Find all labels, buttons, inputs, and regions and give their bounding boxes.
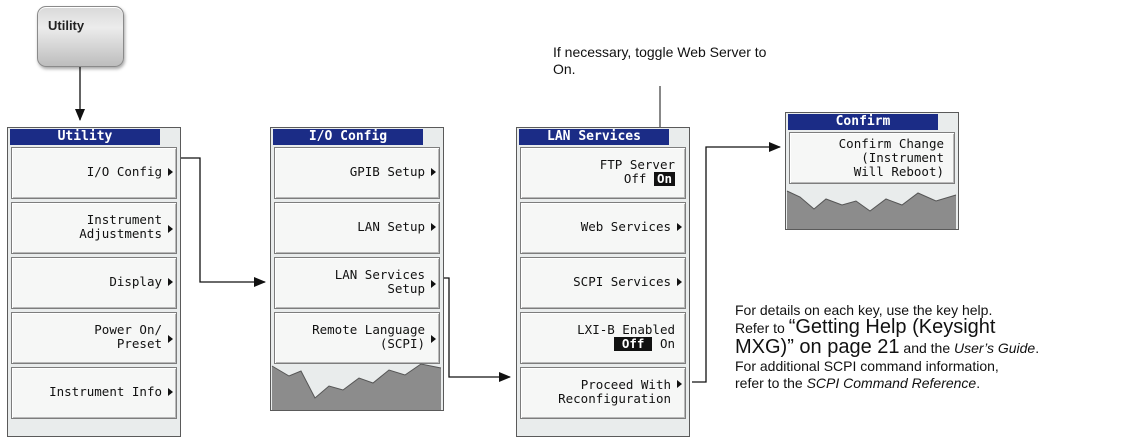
toggle-web-server-note: If necessary, toggle Web Server to On. — [553, 44, 833, 78]
softkey-scpi-services-label: SCPI Services — [573, 274, 671, 289]
confirm-menu-title: Confirm — [788, 114, 938, 130]
lxi-b-label: LXI-B Enabled — [577, 322, 675, 337]
softkey-lan-setup[interactable]: LAN Setup — [274, 202, 440, 254]
softkey-io-config-label: I/O Config — [86, 164, 162, 179]
scpi-command-reference-ref: SCPI Command Reference — [806, 375, 977, 391]
submenu-arrow-icon — [168, 388, 173, 396]
submenu-arrow-icon — [431, 168, 436, 176]
arrow-proceed-to-confirm — [692, 142, 781, 383]
softkey-web-services-label: Web Services — [580, 219, 671, 234]
submenu-arrow-icon — [168, 225, 173, 233]
softkey-display[interactable]: Display — [11, 257, 177, 309]
softkey-gpib-setup-label: GPIB Setup — [349, 164, 425, 179]
toggle-note-line-2: On. — [553, 61, 576, 77]
io-config-menu-title: I/O Config — [273, 129, 423, 145]
softkey-proceed-with-reconfiguration[interactable]: Proceed With Reconfiguration — [520, 367, 686, 419]
utility-hardkey[interactable]: Utility — [37, 6, 124, 67]
submenu-arrow-icon — [431, 223, 436, 231]
help-line-3-mid: and the — [899, 340, 955, 356]
softkey-power-on-preset-label: Power On/ Preset — [94, 322, 162, 351]
io-config-menu: I/O Config GPIB Setup LAN Setup LAN Serv… — [270, 127, 444, 411]
help-line-2: Refer to “Getting Help (Keysight — [735, 316, 1120, 338]
lxi-on-option: On — [659, 336, 675, 351]
help-link-part-1[interactable]: “Getting Help (Keysight — [788, 316, 996, 338]
softkey-ftp-server-label: FTP Server Off On — [600, 158, 675, 186]
softkey-instrument-adjustments-label: Instrument Adjustments — [79, 212, 162, 241]
softkey-remote-language[interactable]: Remote Language (SCPI) — [274, 312, 440, 364]
help-line-5-prefix: refer to the — [735, 375, 807, 391]
confirm-menu: Confirm Confirm Change (Instrument Will … — [785, 112, 959, 230]
help-line-4: For additional SCPI command information, — [735, 358, 999, 374]
arrow-lan-services-setup-to-lan-menu — [437, 277, 511, 382]
users-guide-ref: User’s Guide — [954, 340, 1036, 356]
softkey-confirm-change-label: Confirm Change (Instrument Will Reboot) — [838, 136, 944, 179]
utility-menu-title: Utility — [10, 129, 160, 145]
submenu-arrow-icon — [431, 280, 436, 288]
torn-edge — [786, 190, 957, 229]
lan-services-menu: LAN Services FTP Server Off On Web Servi… — [516, 127, 690, 437]
softkey-lan-services-setup[interactable]: LAN Services Setup — [274, 257, 440, 309]
softkey-instrument-info[interactable]: Instrument Info — [11, 367, 177, 419]
softkey-instrument-adjustments[interactable]: Instrument Adjustments — [11, 202, 177, 254]
toggle-note-line-1: If necessary, toggle Web Server to — [553, 44, 767, 60]
help-line-1: For details on each key, use the key hel… — [735, 302, 993, 318]
softkey-lxi-b-enabled[interactable]: LXI-B Enabled Off On — [520, 312, 686, 364]
key-help-note: For details on each key, use the key hel… — [735, 302, 1120, 392]
submenu-arrow-icon — [677, 278, 682, 286]
arrow-io-config-to-io-menu — [176, 157, 266, 287]
softkey-lxi-b-enabled-label: LXI-B Enabled Off On — [577, 323, 675, 351]
softkey-io-config[interactable]: I/O Config — [11, 147, 177, 199]
help-line-5-end: . — [976, 375, 981, 391]
utility-hardkey-label: Utility — [48, 18, 85, 33]
help-line-5: refer to the SCPI Command Reference. — [735, 375, 1120, 392]
help-link-part-2[interactable]: MXG)” on page 21 — [735, 336, 900, 358]
ftp-server-label: FTP Server — [599, 157, 675, 172]
lan-services-menu-title: LAN Services — [519, 129, 669, 145]
softkey-proceed-label: Proceed With Reconfiguration — [558, 377, 671, 406]
help-line-2-prefix: Refer to — [735, 320, 789, 336]
softkey-scpi-services[interactable]: SCPI Services — [520, 257, 686, 309]
submenu-arrow-icon — [431, 335, 436, 343]
ftp-on-option-selected: On — [653, 172, 675, 186]
softkey-lan-setup-label: LAN Setup — [357, 219, 425, 234]
help-line-3-end: . — [1035, 340, 1040, 356]
utility-menu: Utility I/O Config Instrument Adjustment… — [7, 127, 181, 437]
softkey-ftp-server[interactable]: FTP Server Off On — [520, 147, 686, 199]
softkey-display-label: Display — [109, 274, 162, 289]
softkey-confirm-change[interactable]: Confirm Change (Instrument Will Reboot) — [789, 132, 955, 184]
softkey-power-on-preset[interactable]: Power On/ Preset — [11, 312, 177, 364]
ftp-off-option: Off — [623, 171, 647, 186]
submenu-arrow-icon — [677, 380, 682, 388]
lxi-off-option-selected: Off — [613, 337, 653, 351]
softkey-remote-language-label: Remote Language (SCPI) — [312, 322, 425, 351]
softkey-gpib-setup[interactable]: GPIB Setup — [274, 147, 440, 199]
softkey-web-services[interactable]: Web Services — [520, 202, 686, 254]
submenu-arrow-icon — [168, 278, 173, 286]
submenu-arrow-icon — [168, 335, 173, 343]
softkey-instrument-info-label: Instrument Info — [49, 384, 162, 399]
submenu-arrow-icon — [677, 223, 682, 231]
softkey-lan-services-setup-label: LAN Services Setup — [334, 267, 425, 296]
submenu-arrow-icon — [168, 168, 173, 176]
help-line-3: MXG)” on page 21 and the User’s Guide. — [735, 337, 1120, 358]
torn-edge — [271, 363, 442, 410]
